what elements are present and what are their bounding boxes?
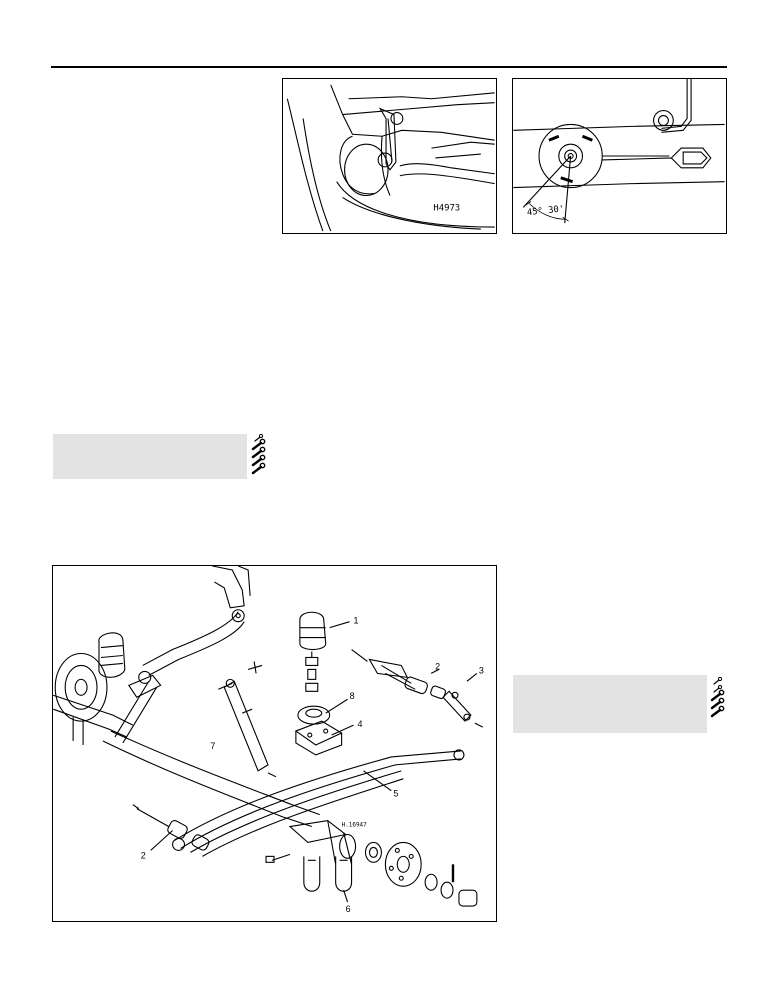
rear-suspension-illustration: 1 2 3 4 5 6 7 8 2 H.16947 xyxy=(53,566,484,914)
figure-code-main: H.16947 xyxy=(342,822,368,829)
spanner-rating-icon xyxy=(709,676,725,724)
callout-2-right: 2 xyxy=(435,661,440,671)
header-rule xyxy=(51,66,727,68)
figure-shackle-detail: H4973 xyxy=(282,78,497,234)
figure-torsion-setting: 45° 30' xyxy=(512,78,727,234)
callout-4: 4 xyxy=(358,719,363,729)
figure-rear-suspension-exploded: 1 2 3 4 5 6 7 8 2 H.16947 xyxy=(52,565,497,922)
callout-1: 1 xyxy=(354,616,359,626)
torsion-setting-illustration: 45° 30' xyxy=(513,79,725,224)
grey-panel-right xyxy=(513,675,707,733)
callout-7: 7 xyxy=(210,741,215,751)
spanner-rating-icon xyxy=(250,433,266,481)
callout-2-left: 2 xyxy=(141,850,146,860)
figure-code-1: H4973 xyxy=(433,203,460,213)
callout-3: 3 xyxy=(479,665,484,675)
callout-5: 5 xyxy=(393,789,398,799)
angle-dimension: 45° 30' xyxy=(526,204,564,218)
shackle-detail-illustration: H4973 xyxy=(286,84,495,232)
callout-6: 6 xyxy=(346,904,351,914)
grey-panel-left xyxy=(53,434,247,479)
callout-8: 8 xyxy=(350,691,355,701)
